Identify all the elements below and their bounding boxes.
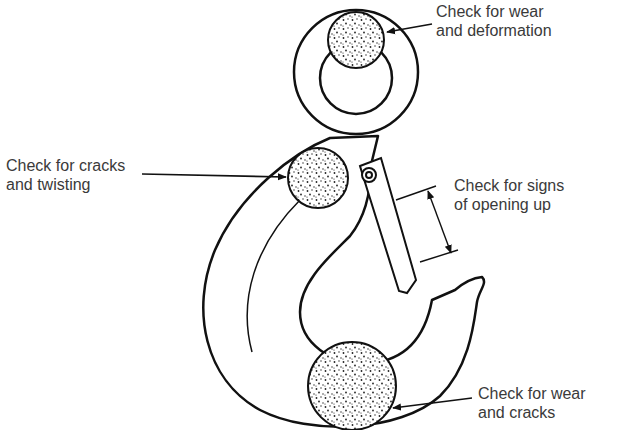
callout-text: Check for signs of opening up <box>454 176 578 214</box>
callout-text: Check for wear and deformation <box>436 2 564 40</box>
eye-ring <box>294 10 418 134</box>
callout-text: Check for wear and cracks <box>478 384 602 422</box>
inspection-zone <box>328 12 384 68</box>
leader-arrow <box>142 24 472 408</box>
safety-latch <box>360 158 416 293</box>
hook-edge <box>247 200 300 352</box>
inspection-zone <box>308 342 396 430</box>
callout-text: Check for cracks and twisting <box>6 156 138 194</box>
dimension-line <box>396 186 458 262</box>
inspection-zone <box>288 148 348 208</box>
